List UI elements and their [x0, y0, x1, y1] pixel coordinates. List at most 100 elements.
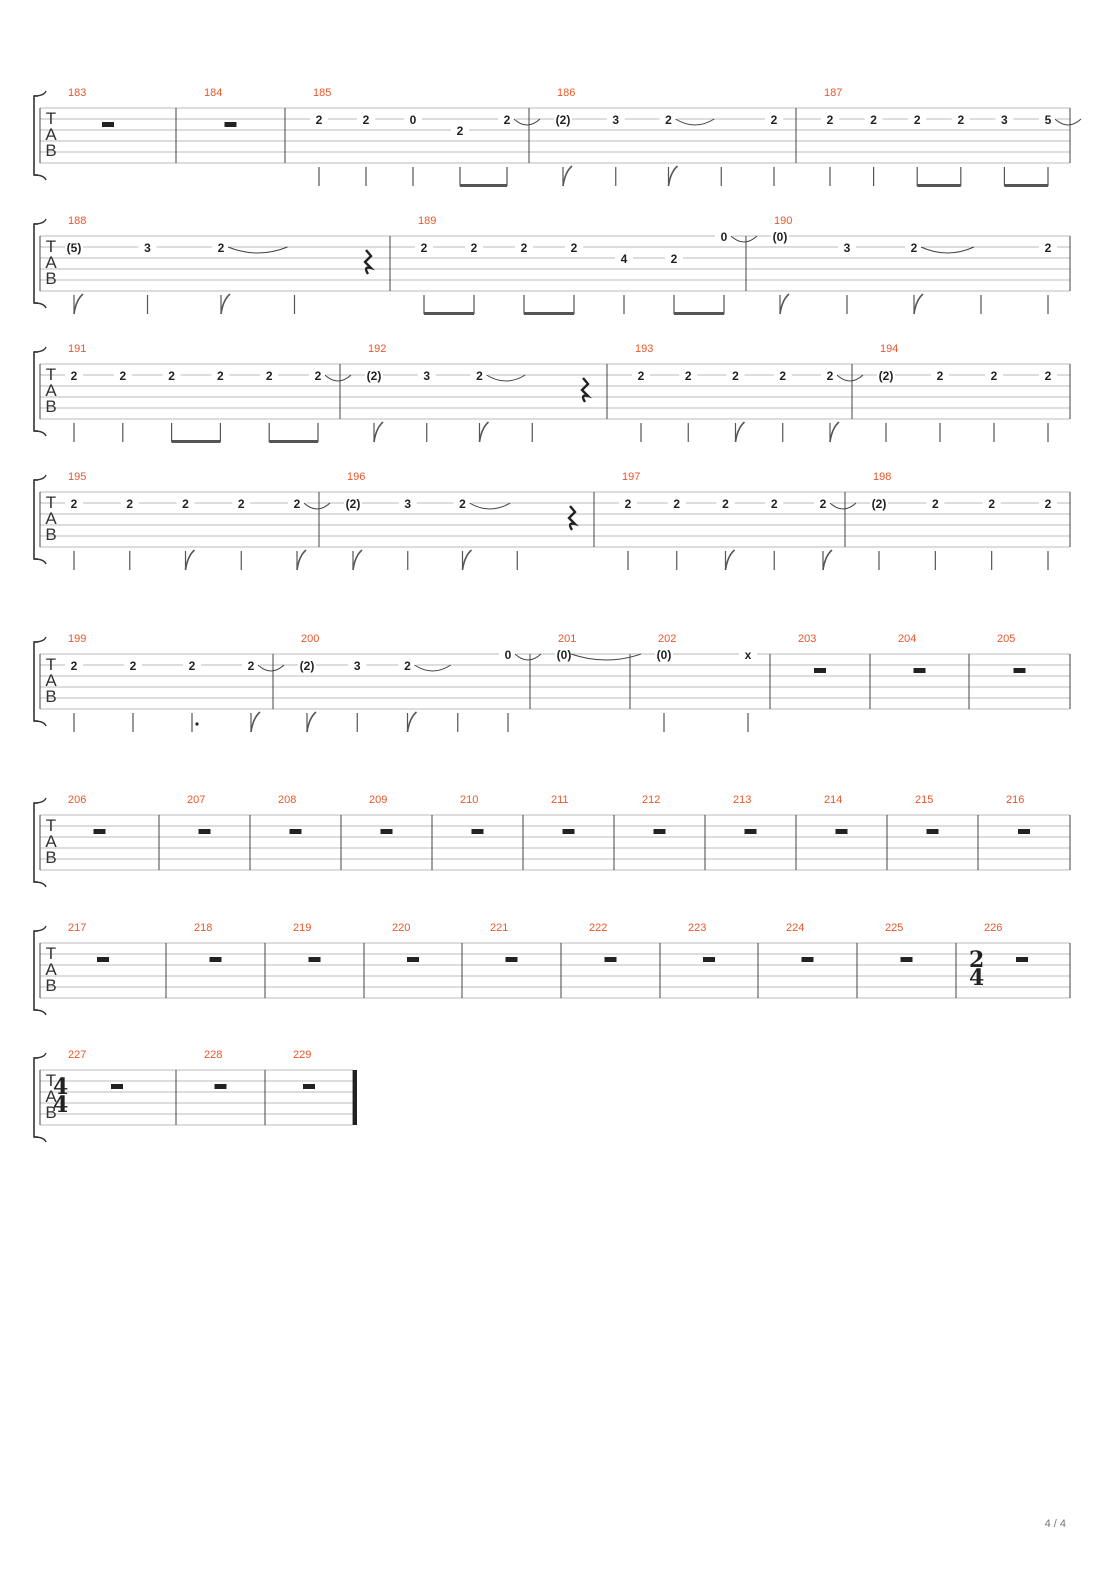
- time-signature-numerator: 2: [969, 947, 984, 973]
- fret-number: 2: [126, 497, 133, 511]
- fret-number: 2: [870, 113, 877, 127]
- measure-number: 226: [984, 922, 1002, 934]
- whole-rest: [744, 829, 757, 834]
- fret-mask: [765, 498, 784, 510]
- eighth-flag: [306, 711, 317, 733]
- measure-number: 223: [688, 922, 706, 934]
- tab-clef-letter-b: B: [45, 687, 56, 706]
- fret-number: 2: [827, 113, 834, 127]
- fret-number: 2: [673, 497, 680, 511]
- beam: [424, 312, 474, 315]
- fret-number: 2: [217, 369, 224, 383]
- fret-number: 2: [1045, 369, 1052, 383]
- eighth-flag: [220, 293, 231, 315]
- measure-number: 216: [1006, 794, 1024, 806]
- fret-mask: [348, 660, 367, 672]
- tab-clef-letter-a: A: [45, 1087, 57, 1106]
- system-bracket-hook: [33, 720, 47, 727]
- fret-mask: [814, 498, 832, 510]
- whole-rest: [1018, 829, 1030, 834]
- fret-number: 3: [1001, 113, 1008, 127]
- fret-mask: [515, 242, 533, 254]
- quarter-rest: [580, 377, 592, 403]
- fret-mask: [465, 242, 483, 254]
- fret-mask: [453, 498, 472, 510]
- system-bracket-hook: [33, 474, 47, 481]
- fret-number: 2: [471, 241, 478, 255]
- tie-arc: [920, 246, 975, 254]
- fret-mask: [211, 370, 230, 382]
- system-bracket: [33, 479, 38, 560]
- fret-number: 0: [410, 113, 417, 127]
- eighth-flag: [822, 549, 833, 571]
- fret-number: 3: [404, 497, 411, 511]
- tab-clef-letter-b: B: [45, 1103, 56, 1122]
- fret-mask: [565, 242, 583, 254]
- fret-number: 2: [316, 113, 323, 127]
- fret-number: 3: [612, 113, 619, 127]
- fret-mask: [985, 370, 1003, 382]
- fret-number: (5): [67, 241, 82, 255]
- fret-mask: [821, 114, 839, 126]
- fret-number: 2: [315, 369, 322, 383]
- tab-clef-letter-a: A: [45, 832, 57, 851]
- system-bracket: [33, 95, 38, 176]
- fret-number: 2: [722, 497, 729, 511]
- fret-number: 2: [638, 369, 645, 383]
- fret-mask: [451, 125, 469, 137]
- fret-number: 3: [844, 241, 851, 255]
- measure-number: 221: [490, 922, 508, 934]
- fret-number: 2: [421, 241, 428, 255]
- measure-number: 198: [873, 471, 891, 483]
- whole-rest: [913, 668, 926, 673]
- fret-mask: [659, 114, 678, 126]
- measure-number: 192: [368, 343, 386, 355]
- measure-number: 217: [68, 922, 86, 934]
- fret-number: 2: [266, 369, 273, 383]
- beam: [460, 184, 507, 187]
- system-bracket-hook: [33, 174, 47, 181]
- fret-mask: [1039, 498, 1057, 510]
- fret-number: x: [745, 648, 752, 662]
- tab-clef-letter-t: T: [46, 493, 56, 512]
- tie-arc: [469, 502, 511, 510]
- measure-number: 219: [293, 922, 311, 934]
- fret-number: 2: [571, 241, 578, 255]
- eighth-flag: [734, 421, 746, 443]
- fret-number: 2: [248, 659, 255, 673]
- fret-number: (2): [367, 369, 382, 383]
- fret-mask: [716, 498, 735, 510]
- fret-mask: [65, 498, 83, 510]
- fret-number: 2: [685, 369, 692, 383]
- fret-mask: [344, 498, 362, 510]
- measure-number: 203: [798, 633, 816, 645]
- fret-number: 2: [1045, 497, 1052, 511]
- fret-mask: [555, 649, 573, 661]
- fret-mask: [176, 498, 195, 510]
- system-bracket-hook: [33, 925, 47, 932]
- fret-mask: [632, 370, 650, 382]
- measure-number: 187: [824, 87, 842, 99]
- tie-arc: [570, 653, 642, 661]
- whole-rest: [562, 829, 575, 834]
- tab-clef-letter-b: B: [45, 525, 56, 544]
- measure-number: 197: [622, 471, 640, 483]
- fret-number: 2: [932, 497, 939, 511]
- eighth-flag: [373, 421, 384, 443]
- fret-mask: [65, 242, 83, 254]
- fret-number: 2: [671, 252, 678, 266]
- fret-mask: [183, 660, 201, 672]
- tab-clef-letter-t: T: [46, 1071, 56, 1090]
- eighth-flag: [73, 293, 84, 315]
- tie-arc: [414, 664, 452, 672]
- fret-number: 2: [991, 369, 998, 383]
- fret-mask: [606, 114, 625, 126]
- fret-mask: [309, 370, 327, 382]
- fret-mask: [726, 370, 745, 382]
- eighth-flag: [461, 549, 473, 571]
- fret-number: (0): [557, 648, 572, 662]
- measure-number: 204: [898, 633, 916, 645]
- measure-number: 211: [551, 794, 569, 806]
- measure-number: 193: [635, 343, 653, 355]
